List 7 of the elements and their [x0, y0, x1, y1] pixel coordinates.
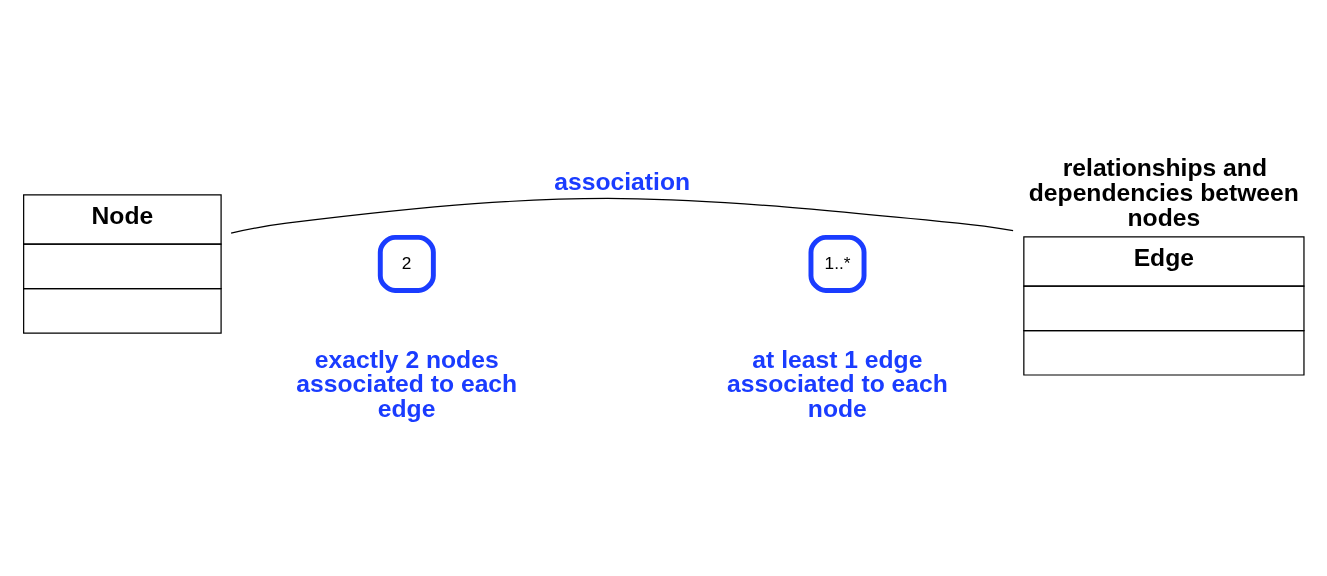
label: exactly 2 nodes associated to each edge	[296, 345, 518, 422]
connector	[230, 197, 1014, 234]
edge-label: association	[554, 167, 691, 195]
node-box: 2	[377, 234, 436, 293]
node-label: relationships and dependencies between nodes	[1028, 154, 1299, 231]
label: at least 1 edge associated to each node	[727, 345, 948, 422]
node-box: 1..*	[808, 234, 867, 293]
